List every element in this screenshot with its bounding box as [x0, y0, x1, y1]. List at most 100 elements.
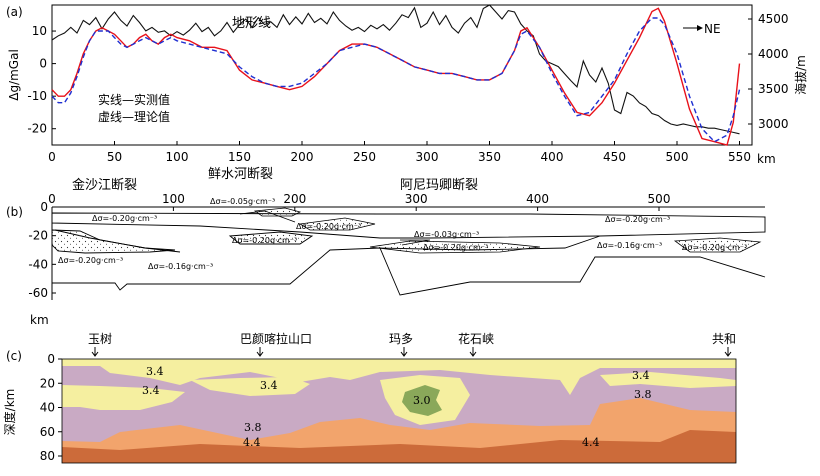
panel-b-x-tick-label: 500 [648, 192, 671, 206]
panel-a-frame [51, 4, 753, 146]
fault-line-2 [400, 239, 431, 246]
density-label-6: Δσ=-0.20g·cm⁻³ [423, 243, 488, 252]
panel-c-y-tick-label: 60 [40, 425, 55, 439]
x-tick-label: 350 [478, 150, 501, 164]
density-label-3: Δσ=-0.20g·cm⁻³ [296, 222, 361, 231]
layer-3-0 [402, 385, 442, 416]
panel-c-y-tick-label: 20 [40, 376, 55, 390]
dotted-body-5 [369, 240, 541, 254]
panel-a-right-ticks: 3000 3500 4000 4500 [748, 12, 789, 131]
x-tick-label: 400 [541, 150, 564, 164]
velocity-3-4-c: 3.4 [260, 379, 278, 392]
location-huashixia: 花石峡 [458, 331, 494, 346]
x-tick-label: 0 [48, 150, 56, 164]
y-tick-label: 10 [32, 24, 47, 38]
location-bayankala: 巴颜喀拉山口 [240, 331, 312, 346]
layer-3-4-mid [190, 377, 310, 396]
y-right-tick-label: 4000 [758, 47, 789, 61]
panel-c-label: (c) [6, 349, 22, 363]
fault-animaqing: 阿尼玛卿断裂 [400, 178, 478, 193]
panel-b-x-ticks: 0 100 200 300 400 500 [48, 192, 670, 211]
panel-b-x-tick-label: 300 [405, 192, 428, 206]
velocity-3-4-d: 3.4 [632, 369, 650, 382]
location-yushu: 玉树 [88, 331, 112, 346]
bayankala-arrow-icon [256, 347, 264, 357]
lower-boundary [52, 247, 766, 296]
y-tick-label: -20 [27, 122, 47, 136]
yushu-arrow-icon [91, 347, 99, 357]
series-line-1 [51, 7, 741, 146]
density-label-11: Δσ=-0.20g·cm⁻³ [682, 243, 747, 252]
x-tick-label: 300 [416, 150, 439, 164]
panel-b-y-tick-label: -60 [28, 286, 48, 300]
fault-xianshuihe: 鲜水河断裂 [208, 167, 273, 182]
layer-3-4-left [62, 385, 185, 410]
density-label-9: Δσ=-0.16g·cm⁻³ [148, 262, 213, 271]
velocity-3-8-a: 3.8 [244, 421, 262, 434]
panel-b-x-tick-label: 200 [283, 192, 306, 206]
dotted-body-4 [298, 217, 376, 231]
panel-a-left-axis-label: Δg/mGal [7, 49, 21, 101]
panel-b-x-tick-label: 0 [48, 192, 56, 206]
panel-c-y-tick-label: 80 [40, 449, 55, 463]
y-right-tick-label: 3500 [758, 82, 789, 96]
x-tick-label: 500 [666, 150, 689, 164]
dotted-body-left [51, 229, 176, 254]
x-tick-label: 150 [228, 150, 251, 164]
legend-solid-label: 实线—实测值 [98, 92, 170, 107]
panel-b-y-tick-label: 0 [40, 200, 48, 214]
panel-a-label: (a) [6, 5, 23, 19]
density-label-4: Δσ=-0.20g·cm⁻³ [232, 236, 297, 245]
dotted-body-3 [253, 207, 302, 217]
terrain-label: 地形线 [232, 16, 271, 31]
panel-a-y-ticks: -20 -10 0 10 [27, 24, 56, 136]
density-label-8: Δσ=-0.20g·cm⁻³ [605, 215, 670, 224]
velocity-3-4-a: 3.4 [146, 365, 164, 378]
direction-arrowhead-icon [697, 25, 703, 31]
y-right-tick-label: 3000 [758, 117, 789, 131]
x-tick-label: 250 [353, 150, 376, 164]
dotted-body-6 [673, 237, 762, 253]
layer-3-4-right [600, 372, 736, 388]
density-label-1: Δσ=-0.20g·cm⁻³ [92, 214, 157, 223]
fault-jinshajiang: 金沙江断裂 [72, 177, 137, 193]
panel-b-y-tick-label: -20 [28, 229, 48, 243]
panel-b-y-tick-label: -40 [28, 257, 48, 271]
legend-dashed-label: 虚线—理论值 [98, 109, 170, 124]
y-right-tick-label: 4500 [758, 12, 789, 26]
maduo-arrow-icon [400, 347, 408, 357]
x-tick-label: 100 [166, 150, 189, 164]
panel-b-y-unit: km [30, 313, 49, 327]
velocity-3-4-b: 3.4 [142, 384, 160, 397]
location-maduo: 玛多 [389, 332, 413, 346]
layer-3-4-top [62, 359, 736, 395]
density-label-10: Δσ=-0.16g·cm⁻³ [597, 241, 662, 250]
location-gonghe: 共和 [712, 332, 736, 346]
velocity-4-4-b: 4.4 [582, 436, 600, 449]
x-tick-label: 200 [291, 150, 314, 164]
velocity-3-8-b: 3.8 [634, 388, 652, 401]
panel-c-y-tick-label: 0 [47, 352, 55, 366]
x-tick-label: 50 [107, 150, 122, 164]
panel-c-y-ticks: 0 20 40 60 80 [40, 352, 62, 463]
upper-crust-body [51, 212, 766, 239]
panel-b-x-tick-label: 100 [162, 192, 185, 206]
panel-b-label: (b) [6, 205, 23, 219]
panel-c-y-label: 深度/km [2, 389, 17, 436]
dotted-body-2 [228, 231, 314, 245]
x-tick-label: 550 [728, 150, 751, 164]
density-label-2: Δσ=-0.05g·cm⁻³ [210, 197, 275, 206]
y-tick-label: -10 [27, 89, 47, 103]
series-line-2 [51, 17, 741, 143]
panel-b-x-tick-label: 400 [526, 192, 549, 206]
fault-line-1 [239, 210, 296, 223]
y-tick-label: 0 [39, 57, 47, 71]
panel-c-y-tick-label: 40 [40, 401, 55, 415]
panel-c-frame [61, 358, 737, 464]
panel-a-x-unit: km [757, 152, 776, 166]
